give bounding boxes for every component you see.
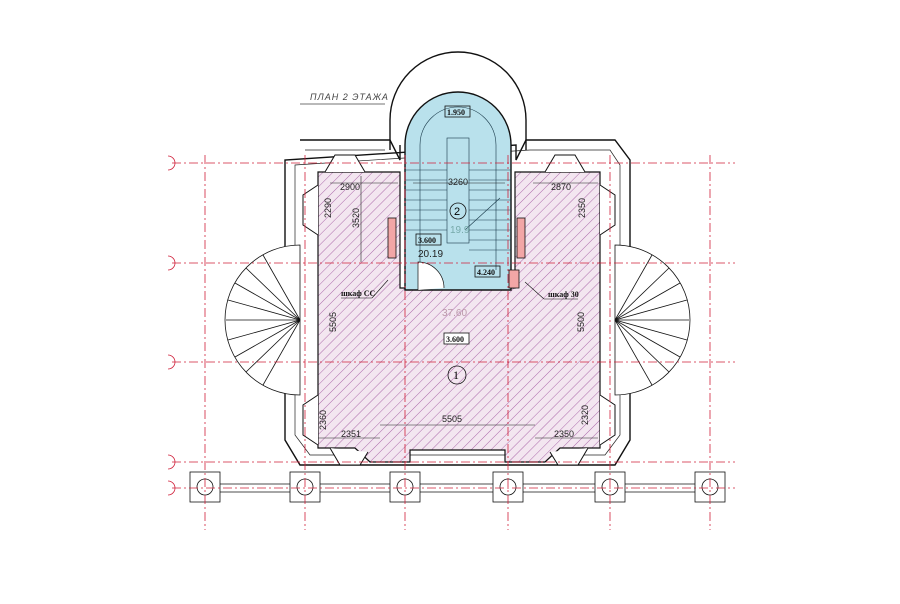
level-stair-top: 1.950 [447,108,465,117]
dim-left-side: 5505 [328,312,338,332]
axis-grid [167,155,735,530]
wall-niches [302,154,616,466]
stair-tower-wall [389,51,527,150]
closet-small [508,269,520,289]
closet-left-label: шкаф СС [341,289,376,298]
dim-stair-width: 3260 [448,177,468,187]
dim-right-top-h: 2350 [577,198,587,218]
stair-area-2: 20.19 [418,249,443,260]
room-labels: 2 19.9 1 37.60 [442,202,470,385]
dim-bottom-left-h: 2360 [318,410,328,430]
room-2-area: 19.9 [450,225,470,236]
room-1-area: 37.60 [442,308,467,319]
dimension-lines [318,176,598,439]
closet-labels: шкаф СС шкаф 30 [341,279,579,300]
room-1-number: 1 [453,368,459,382]
dim-bottom-left-w: 2351 [341,429,361,439]
spiral-stair-left [224,244,301,396]
post [492,471,524,503]
dim-left-top-width: 2900 [340,182,360,192]
closet-left [387,217,397,259]
closet-right [516,217,526,259]
plan-title: ПЛАН 2 ЭТАЖА [310,92,389,102]
closet-right-label: шкаф 30 [548,290,579,299]
balustrade [189,471,726,503]
dim-bottom-right-h: 2320 [580,405,590,425]
dim-left-top-h1: 2290 [323,198,333,218]
dimension-labels: 2900 2290 3520 3260 2870 2350 5505 5500 … [318,177,590,439]
dim-bottom-width: 5505 [442,414,462,424]
dim-right-top-width: 2870 [551,182,571,192]
dim-bottom-right-w: 2350 [554,429,574,439]
dim-right-side: 5500 [576,312,586,332]
room-2-number: 2 [454,206,460,218]
level-room-1: 3.600 [446,335,464,344]
dim-left-top-h2: 3520 [351,208,361,228]
level-room-2: 3.600 [418,236,436,245]
spiral-stair-right [614,244,691,396]
level-marks: 1.950 3.600 20.19 4.240 3.600 [415,105,501,345]
level-stair-mid: 4.240 [477,268,495,277]
door-swing [417,261,445,290]
